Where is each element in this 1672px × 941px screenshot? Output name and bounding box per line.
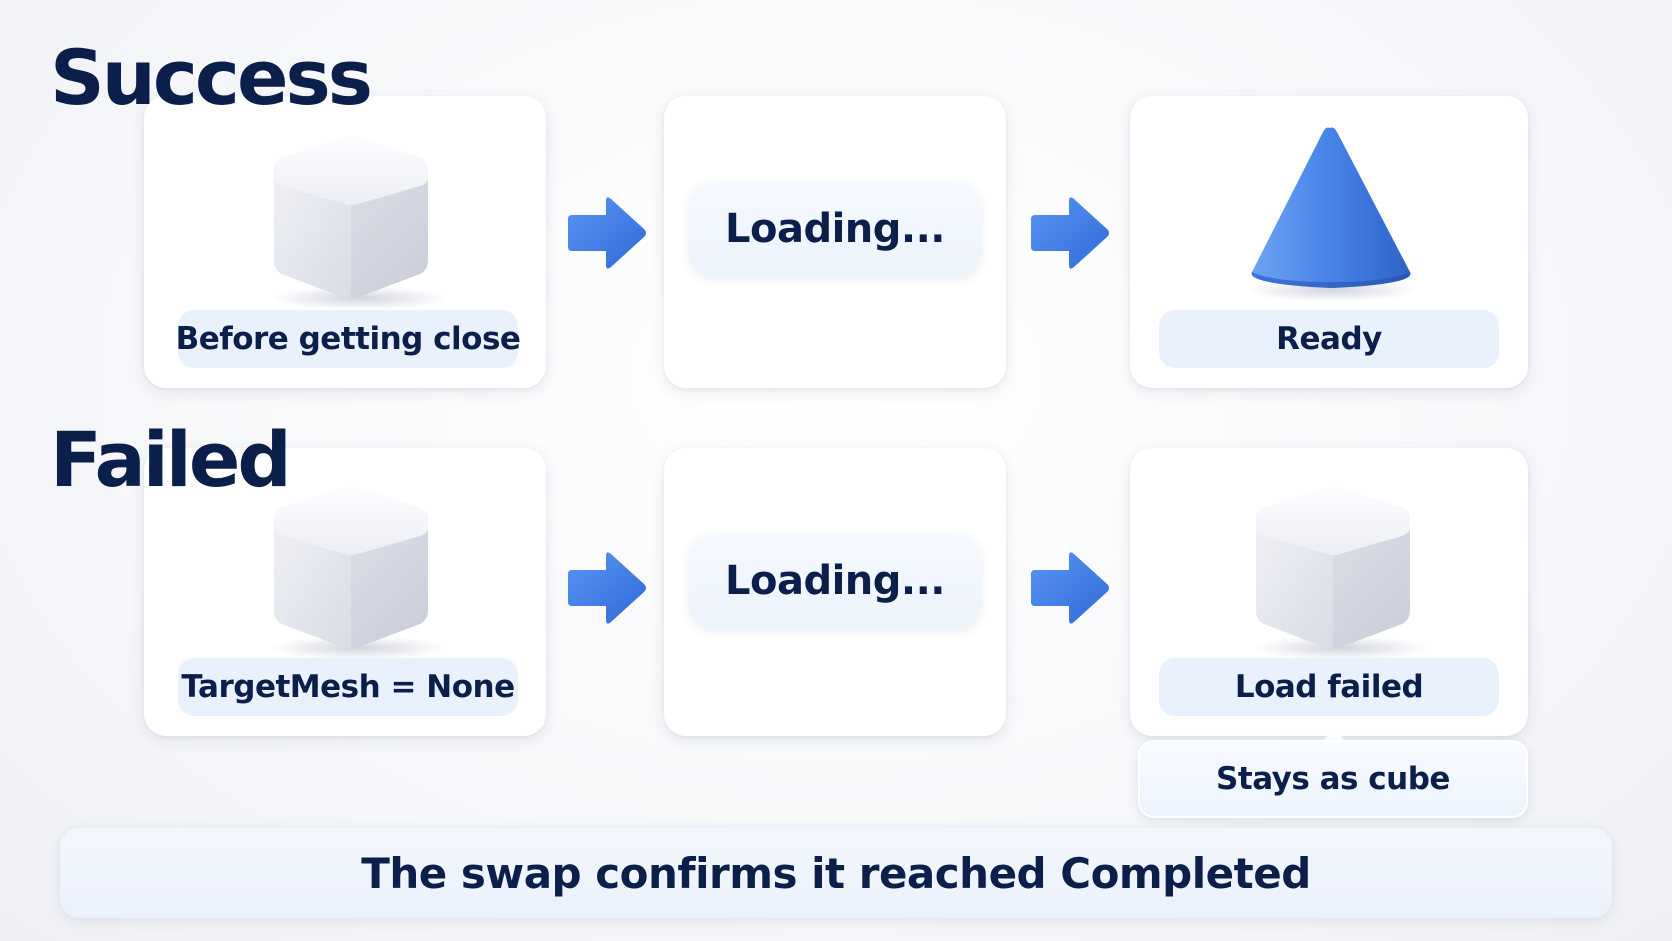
success-end-card: Ready xyxy=(1130,96,1528,388)
success-end-label: Ready xyxy=(1159,310,1499,368)
success-start-card: Before getting close xyxy=(144,96,546,388)
failed-start-card: TargetMesh = None xyxy=(144,448,546,736)
success-loading-card: Loading... xyxy=(664,96,1006,388)
failed-end-card: Load failed xyxy=(1130,448,1528,736)
failed-loading-card: Loading... xyxy=(664,448,1006,736)
failed-start-label: TargetMesh = None xyxy=(178,658,518,716)
arrow-right-icon xyxy=(1027,195,1111,271)
cube-icon xyxy=(254,130,444,310)
failed-end-label: Load failed xyxy=(1159,658,1499,716)
callout-pointer xyxy=(1323,727,1345,741)
failed-end-note: Stays as cube xyxy=(1138,740,1528,818)
arrow-right-icon xyxy=(564,195,648,271)
success-loading-label: Loading... xyxy=(689,182,981,276)
arrow-right-icon xyxy=(1027,550,1111,626)
cone-icon xyxy=(1246,127,1418,302)
cube-icon xyxy=(1236,480,1426,660)
arrow-right-icon xyxy=(564,550,648,626)
footer-banner: The swap confirms it reached Completed xyxy=(60,828,1612,918)
success-start-label: Before getting close xyxy=(176,310,521,368)
failed-loading-label: Loading... xyxy=(689,534,981,628)
cube-icon xyxy=(254,480,444,660)
failed-section-title: Failed xyxy=(50,415,292,504)
success-section-title: Success xyxy=(50,33,373,122)
